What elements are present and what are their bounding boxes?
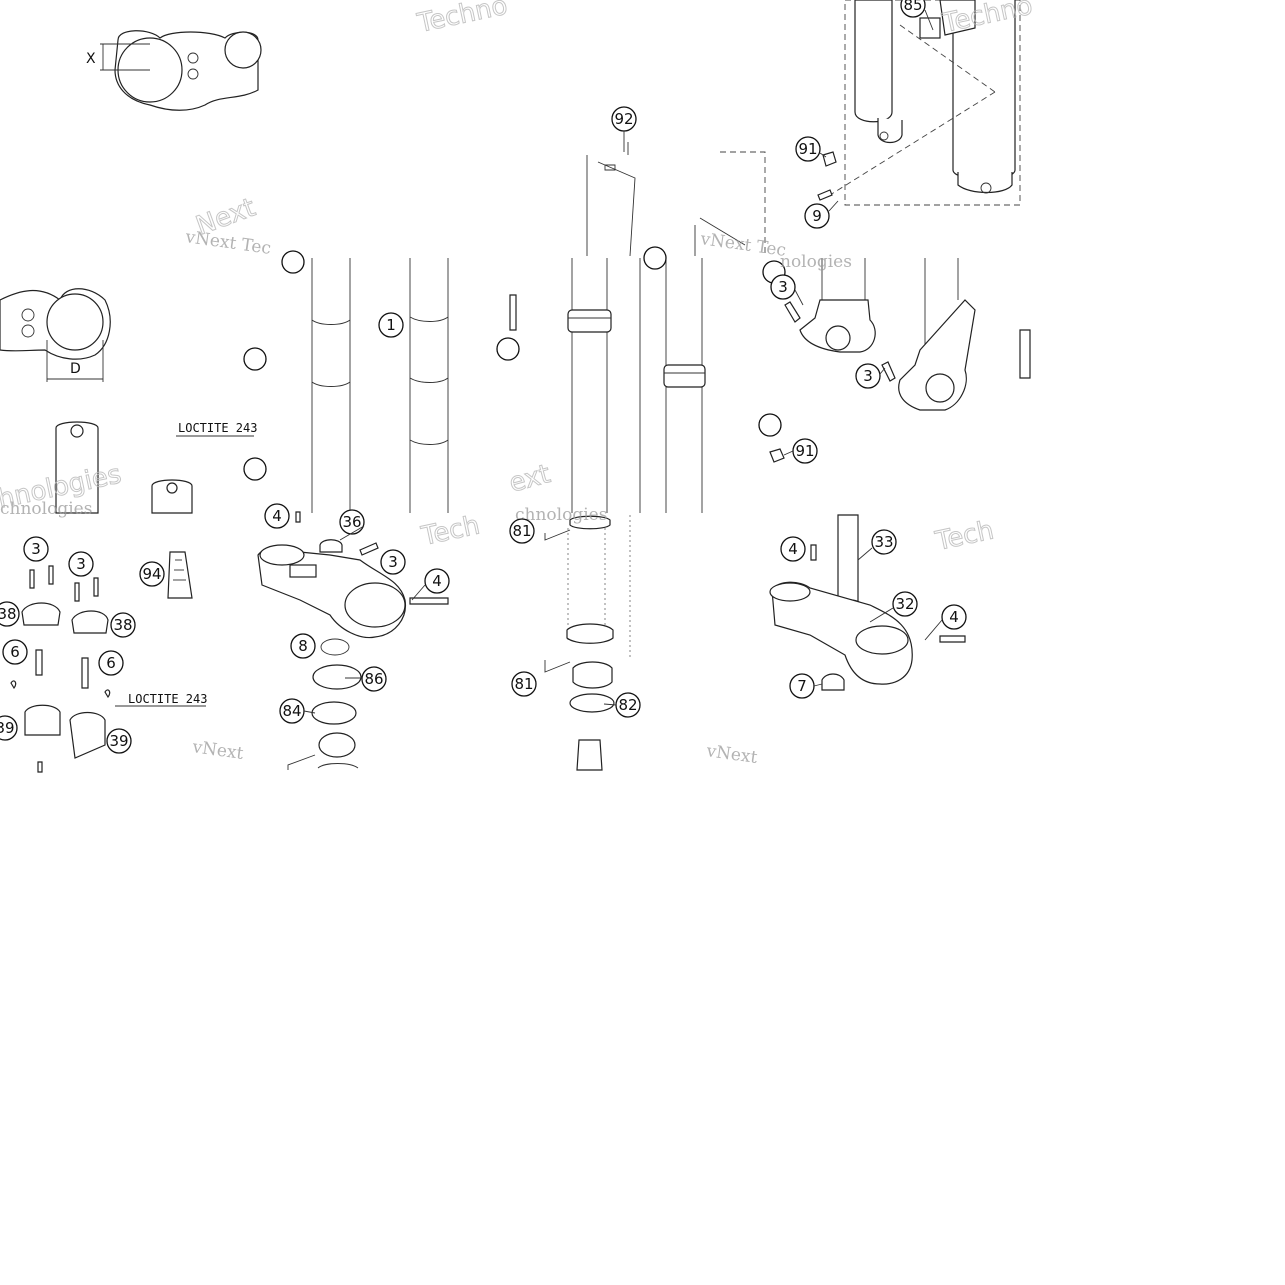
svg-text:3: 3 <box>863 367 873 385</box>
callout-39: 39 <box>106 728 132 754</box>
callout-3: 3 <box>380 549 406 575</box>
watermark-brand-c: vNext <box>704 741 758 768</box>
svg-text:4: 4 <box>788 540 798 558</box>
svg-text:3: 3 <box>76 555 86 573</box>
dimension-x-label: X <box>86 51 96 67</box>
svg-text:94: 94 <box>142 565 161 583</box>
svg-text:81: 81 <box>512 522 531 540</box>
callout-85: 85 <box>900 0 926 18</box>
callout-4: 4 <box>424 568 450 594</box>
watermark-tech-b: Tech <box>418 510 482 552</box>
callout-81: 81 <box>511 671 537 697</box>
callout-1: 1 <box>378 312 404 338</box>
watermark-nologies-b: chnologies <box>0 499 92 519</box>
callout-layer: 92 85 91 9 1 3 3 91 3 3 94 38 38 6 6 39 … <box>0 0 967 754</box>
handlebar-clamp-parts: LOCTITE 243 <box>10 551 207 773</box>
top-clamp-x-view: X <box>86 30 262 111</box>
svg-text:4: 4 <box>432 572 442 590</box>
callout-3: 3 <box>68 551 94 577</box>
bottom-triple-clamp <box>769 514 966 691</box>
callout-86: 86 <box>361 666 387 692</box>
callout-3: 3 <box>770 274 796 300</box>
svg-text:9: 9 <box>812 207 822 225</box>
callout-32: 32 <box>892 591 918 617</box>
svg-text:85: 85 <box>903 0 922 14</box>
callout-38: 38 <box>110 612 136 638</box>
callout-4: 4 <box>941 604 967 630</box>
fork-clamp-brackets <box>758 258 1031 463</box>
svg-text:33: 33 <box>874 533 893 551</box>
watermark-nologies-a: nologies <box>780 252 852 272</box>
steering-bearing-set <box>544 515 631 771</box>
callout-6: 6 <box>98 650 124 676</box>
watermark-brand-b: vNext Tec <box>698 229 787 261</box>
callout-39: 39 <box>0 715 18 741</box>
callout-91: 91 <box>792 438 818 464</box>
callout-38: 38 <box>0 601 20 627</box>
svg-text:91: 91 <box>798 140 817 158</box>
top-triple-clamp <box>257 511 449 770</box>
bottom-clamp-d-view: D LOCTITE 243 <box>0 288 267 514</box>
svg-text:3: 3 <box>778 278 788 296</box>
callout-8: 8 <box>290 633 316 659</box>
leader-lines <box>303 9 943 714</box>
callout-94: 94 <box>139 561 165 587</box>
loctite-note-b: LOCTITE 243 <box>128 692 207 706</box>
callout-84: 84 <box>279 698 305 724</box>
svg-text:3: 3 <box>388 553 398 571</box>
fork-legs-top-right <box>817 0 1021 206</box>
watermark-brand-d: vNext <box>190 737 244 764</box>
svg-text:8: 8 <box>298 637 308 655</box>
svg-text:3: 3 <box>31 540 41 558</box>
svg-text:86: 86 <box>364 670 383 688</box>
svg-text:7: 7 <box>797 677 807 695</box>
watermark-tech-a: Techno <box>414 0 510 39</box>
fork-outer-tubes <box>567 246 706 513</box>
svg-text:82: 82 <box>618 696 637 714</box>
svg-text:4: 4 <box>272 507 282 525</box>
callout-33: 33 <box>871 529 897 555</box>
watermark-tech-c: Tech <box>932 515 996 557</box>
svg-text:4: 4 <box>949 608 959 626</box>
svg-text:84: 84 <box>282 702 301 720</box>
svg-text:38: 38 <box>0 605 17 623</box>
watermark-nologies-c: chnologies <box>515 505 607 525</box>
callout-9: 9 <box>804 203 830 229</box>
callout-7: 7 <box>789 673 815 699</box>
callout-82: 82 <box>615 692 641 718</box>
svg-text:32: 32 <box>895 595 914 613</box>
fork-inner-tubes <box>281 250 520 513</box>
callout-4: 4 <box>780 536 806 562</box>
svg-text:38: 38 <box>113 616 132 634</box>
dimension-d-label: D <box>70 361 81 377</box>
loctite-note-a: LOCTITE 243 <box>178 421 257 435</box>
svg-text:36: 36 <box>342 513 361 531</box>
svg-text:6: 6 <box>10 643 20 661</box>
svg-text:81: 81 <box>514 675 533 693</box>
callout-81: 81 <box>509 518 535 544</box>
watermark-next-b: ext <box>506 459 553 499</box>
callout-92: 92 <box>611 106 637 132</box>
callout-6: 6 <box>2 639 28 665</box>
svg-text:6: 6 <box>106 654 116 672</box>
svg-text:39: 39 <box>109 732 128 750</box>
svg-text:91: 91 <box>795 442 814 460</box>
fork-tube-cover-group <box>586 142 766 257</box>
svg-text:92: 92 <box>614 110 633 128</box>
callout-3: 3 <box>855 363 881 389</box>
callout-3: 3 <box>23 536 49 562</box>
callout-4: 4 <box>264 503 290 529</box>
callout-91: 91 <box>795 136 821 162</box>
callout-36: 36 <box>339 509 365 535</box>
svg-text:39: 39 <box>0 719 15 737</box>
svg-text:1: 1 <box>386 316 396 334</box>
